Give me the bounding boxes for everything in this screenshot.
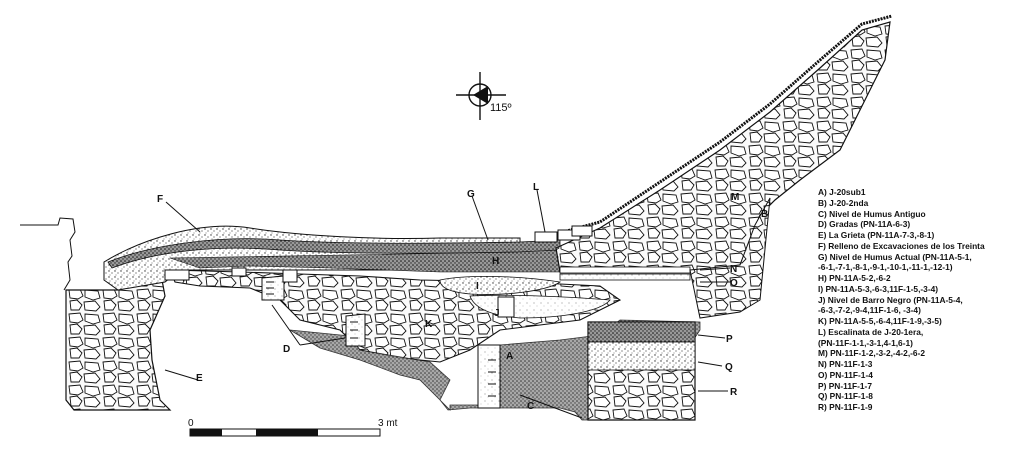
label-m: M bbox=[731, 192, 739, 203]
layer-h bbox=[169, 249, 561, 273]
legend-entry: N) PN-11F-1-3 bbox=[818, 359, 873, 369]
label-h: H bbox=[492, 256, 499, 267]
leader-lines bbox=[164, 189, 731, 419]
legend-entry: (PN-11F-1-1,-3-1,4-1,6-1) bbox=[818, 337, 913, 348]
layer-i bbox=[439, 275, 562, 295]
legend-entry: -6-1,-7-1,-8-1,-9-1,-10-1,-11-1,-12-1) bbox=[818, 262, 953, 273]
legend-entry: E) La Grieta (PN-11A-7-3,-8-1) bbox=[818, 230, 935, 240]
legend-entry: B) J-20-2nda bbox=[818, 197, 869, 208]
slope-humus-edge bbox=[547, 14, 893, 238]
north-arrow: 115º bbox=[456, 72, 512, 120]
layer-o bbox=[559, 273, 691, 281]
label-d: D bbox=[283, 344, 290, 355]
north-bearing: 115º bbox=[490, 102, 512, 114]
label-k: K bbox=[425, 319, 433, 330]
cut-blocks bbox=[164, 267, 515, 318]
section-labels: F G L H I J K D E A C B M N O P Q R bbox=[157, 182, 768, 412]
layer-p bbox=[587, 321, 696, 343]
legend-entry: L) Escalinata de J-20-1era, bbox=[818, 326, 924, 337]
stone-wall-b bbox=[689, 197, 771, 319]
label-b: B bbox=[761, 209, 768, 220]
label-g: G bbox=[467, 189, 475, 200]
label-c: C bbox=[527, 401, 534, 412]
legend-entry: K) PN-11A-5-5,-6-4,11F-1-9,-3-5) bbox=[818, 316, 942, 326]
legend-entry: I) PN-11A-5-3,-6-3,11F-1-5,-3-4) bbox=[818, 283, 939, 294]
wall-e bbox=[65, 279, 172, 411]
layer-n bbox=[559, 266, 691, 274]
scale-end: 3 mt bbox=[378, 418, 398, 429]
stairs-d-ticks bbox=[266, 281, 496, 397]
legend-entry: J) Nivel de Barro Negro (PN-11A-5-4, bbox=[818, 294, 963, 305]
legend-entry: F) Relleno de Excavaciones de los Treint… bbox=[818, 240, 985, 251]
stair-blocks-l bbox=[534, 225, 593, 243]
wall-a bbox=[477, 344, 501, 409]
label-n: N bbox=[730, 264, 737, 275]
scale-bar: 0 3 mt bbox=[188, 418, 398, 437]
label-j: J bbox=[494, 308, 500, 319]
legend-entry: H) PN-11A-5-2,-6-2 bbox=[818, 273, 891, 283]
layer-q bbox=[587, 341, 696, 371]
terrain-outline-left bbox=[20, 217, 76, 291]
legend-entry: A) J-20sub1 bbox=[818, 187, 866, 197]
legend-entry: G) Nivel de Humus Actual (PN-11A-5-1, bbox=[818, 251, 972, 262]
label-e: E bbox=[196, 373, 203, 384]
label-f: F bbox=[157, 194, 163, 205]
legend-entry: D) Gradas (PN-11A-6-3) bbox=[818, 219, 911, 230]
scale-start: 0 bbox=[188, 418, 194, 429]
label-r: R bbox=[730, 387, 738, 398]
legend-entry: O) PN-11F-1-4 bbox=[818, 369, 873, 380]
label-p: P bbox=[726, 334, 733, 345]
legend-entry: C) Nivel de Humus Antiguo bbox=[818, 208, 926, 219]
label-l: L bbox=[533, 182, 539, 193]
legend-entry: Q) PN-11F-1-8 bbox=[818, 391, 873, 402]
label-q: Q bbox=[725, 362, 733, 373]
label-i: I bbox=[476, 281, 479, 292]
label-a: A bbox=[506, 351, 513, 362]
legend-entry: -6-3,-7-2,-9-4,11F-1-6, -3-4) bbox=[818, 305, 921, 316]
legend-entry: R) PN-11F-1-9 bbox=[818, 402, 873, 412]
label-o: O bbox=[730, 278, 738, 289]
legend-entry: P) PN-11F-1-7 bbox=[818, 380, 872, 391]
legend-entry: M) PN-11F-1-2,-3-2,-4-2,-6-2 bbox=[818, 348, 926, 359]
